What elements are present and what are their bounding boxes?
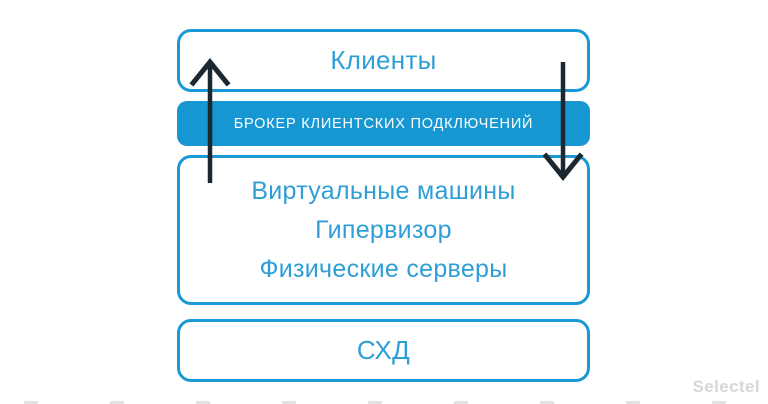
compute-line-virtual-machines: Виртуальные машины — [251, 176, 516, 205]
compute-line-physical-servers: Физические серверы — [259, 254, 508, 283]
compute-box: Виртуальные машины Гипервизор Физические… — [177, 155, 590, 305]
selectel-watermark: Selectel — [692, 377, 760, 396]
storage-box: СХД — [177, 319, 590, 382]
clients-box: Клиенты — [177, 29, 590, 92]
broker-bar: БРОКЕР КЛИЕНТСКИХ ПОДКЛЮЧЕНИЙ — [177, 101, 590, 146]
broker-label: БРОКЕР КЛИЕНТСКИХ ПОДКЛЮЧЕНИЙ — [233, 115, 534, 132]
compute-line-hypervisor: Гипервизор — [315, 215, 452, 244]
storage-label: СХД — [356, 335, 411, 365]
clients-label: Клиенты — [330, 45, 437, 75]
bottom-cutoff-strip — [0, 401, 768, 404]
